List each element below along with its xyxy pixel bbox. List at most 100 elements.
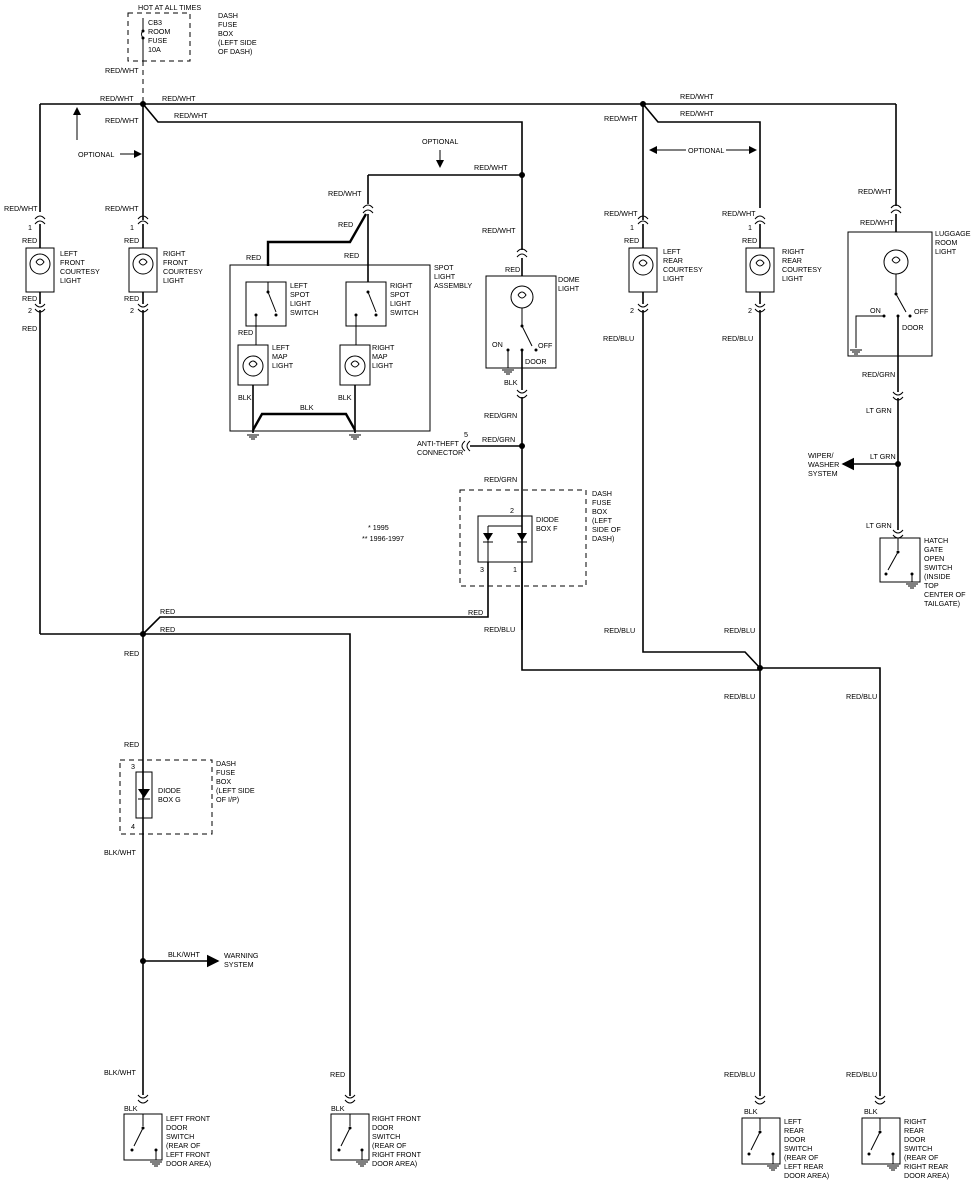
dfb-l4: (LEFT xyxy=(592,516,613,525)
spot-assembly-l1: SPOT xyxy=(434,263,454,272)
lf-courtesy-l3: COURTESY xyxy=(60,267,100,276)
lrd-l7: DOOR AREA) xyxy=(784,1171,829,1180)
wire-label: RED/WHT xyxy=(474,163,508,172)
rrd-l2: REAR xyxy=(904,1126,924,1135)
rrd-l3: DOOR xyxy=(904,1135,926,1144)
wire-label: RED/WHT xyxy=(105,204,139,213)
wire-label: RED xyxy=(330,1070,345,1079)
wire-label: RED xyxy=(468,608,483,617)
wire-label: BLK xyxy=(864,1107,878,1116)
dome-light: RED/WHT RED DOME LIGHT ON OFF DOOR BLK R… xyxy=(417,175,580,630)
lr-courtesy-l4: LIGHT xyxy=(663,274,685,283)
wire-label: RED xyxy=(22,294,37,303)
wire-label: RED/BLU xyxy=(724,626,755,635)
rf-courtesy-l3: COURTESY xyxy=(163,267,203,276)
fuse-box-line-1: DASH xyxy=(218,11,238,20)
wire-label: RED/GRN xyxy=(484,475,517,484)
pin-label: 1 xyxy=(630,223,634,232)
lf-door-switch: BLK LEFT FRONT DOOR SWITCH (REAR OF LEFT… xyxy=(123,1094,211,1168)
rf-courtesy-l4: LIGHT xyxy=(163,276,185,285)
pin-label: 3 xyxy=(480,565,484,574)
wire-label: RED xyxy=(22,236,37,245)
hatch-l2: GATE xyxy=(924,545,943,554)
hatch-l3: OPEN xyxy=(924,554,944,563)
diode-g-l1: DIODE xyxy=(158,786,181,795)
pin-label: 1 xyxy=(513,565,517,574)
wiper-l2: WASHER xyxy=(808,460,839,469)
lm-l1: LEFT xyxy=(272,343,290,352)
dfg-l1: DASH xyxy=(216,759,236,768)
fuse-line-4: 10A xyxy=(148,45,161,54)
rs-switch-l2: SPOT xyxy=(390,290,410,299)
lfd-l6: DOOR AREA) xyxy=(166,1159,211,1168)
wire-label: BLK xyxy=(124,1104,138,1113)
wire-label: BLK xyxy=(744,1107,758,1116)
fuse-box-line-3: BOX xyxy=(218,29,233,38)
anti-theft-l2: CONNECTOR xyxy=(417,448,463,457)
wire-label: RED/WHT xyxy=(174,111,208,120)
wire-label: RED/WHT xyxy=(860,218,894,227)
wire-label: RED xyxy=(22,324,37,333)
wire-label: RED/WHT xyxy=(604,114,638,123)
wire-label: RED/BLU xyxy=(604,626,635,635)
dome-door-label: DOOR xyxy=(525,357,547,366)
right-rear-courtesy-light: RED/WHT 1 RED RIGHT REAR COURTESY LIGHT … xyxy=(722,209,881,1096)
dfb-l5: SIDE OF xyxy=(592,525,621,534)
rrd-l6: RIGHT REAR xyxy=(904,1162,948,1171)
ls-switch-l1: LEFT xyxy=(290,281,308,290)
wire-label: RED xyxy=(124,294,139,303)
lrd-l4: SWITCH xyxy=(784,1144,812,1153)
rf-courtesy-l1: RIGHT xyxy=(163,249,186,258)
lug-off-label: OFF xyxy=(914,307,929,316)
wire-label: RED xyxy=(160,607,175,616)
wire-label: RED xyxy=(505,265,520,274)
dfg-l4: (LEFT SIDE xyxy=(216,786,255,795)
lfd-l4: (REAR OF xyxy=(166,1141,201,1150)
pin-label: 1 xyxy=(748,223,752,232)
lfd-l5: LEFT FRONT xyxy=(166,1150,211,1159)
lf-courtesy-l1: LEFT xyxy=(60,249,78,258)
rs-switch-l1: RIGHT xyxy=(390,281,413,290)
rfd-l1: RIGHT FRONT xyxy=(372,1114,422,1123)
fuse-box-line-2: FUSE xyxy=(218,20,237,29)
optional-label: OPTIONAL xyxy=(78,150,114,159)
pin-label: 2 xyxy=(630,306,634,315)
wire-label: RED/WHT xyxy=(680,92,714,101)
fuse-line-1: CB3 xyxy=(148,18,162,27)
wire-label: RED/WHT xyxy=(100,94,134,103)
wire-label: BLK xyxy=(504,378,518,387)
lf-courtesy-l2: FRONT xyxy=(60,258,85,267)
lug-on-label: ON xyxy=(870,306,881,315)
dome-on-label: ON xyxy=(492,340,503,349)
wire-label: RED/WHT xyxy=(105,116,139,125)
diode-box-f: DASH FUSE BOX (LEFT SIDE OF DASH) 2 DIOD… xyxy=(142,489,760,671)
lm-l2: MAP xyxy=(272,352,288,361)
ls-switch-l4: SWITCH xyxy=(290,308,318,317)
optional-label: OPTIONAL xyxy=(688,146,724,155)
lfd-l3: SWITCH xyxy=(166,1132,194,1141)
lug-door-label: DOOR xyxy=(902,323,924,332)
rs-switch-l4: SWITCH xyxy=(390,308,418,317)
rfd-l6: DOOR AREA) xyxy=(372,1159,417,1168)
lr-courtesy-l1: LEFT xyxy=(663,247,681,256)
wire-label: RED xyxy=(160,625,175,634)
luggage-room-light: RED/WHT RED/WHT LUGGAGE ROOM LIGHT ON OF… xyxy=(808,104,971,539)
left-front-courtesy-light: RED/WHT 1 RED LEFT FRONT COURTESY LIGHT … xyxy=(4,104,143,635)
wire-label: BLK xyxy=(300,403,314,412)
wire-label: RED/BLU xyxy=(724,692,755,701)
rr-courtesy-l2: REAR xyxy=(782,256,802,265)
hatch-l7: CENTER OF xyxy=(924,590,966,599)
dfb-l6: DASH) xyxy=(592,534,614,543)
wire-label: RED xyxy=(238,328,253,337)
wire-label: RED/WHT xyxy=(858,187,892,196)
wire-label: RED/GRN xyxy=(482,435,515,444)
wire-label: RED/WHT xyxy=(328,189,362,198)
wire-label: RED/WHT xyxy=(4,204,38,213)
spot-assembly-l3: ASSEMBLY xyxy=(434,281,472,290)
wire-label: RED/WHT xyxy=(482,226,516,235)
wire-label: RED xyxy=(124,649,139,658)
dome-off-label: OFF xyxy=(538,341,553,350)
rr-courtesy-l3: COURTESY xyxy=(782,265,822,274)
warning-l2: SYSTEM xyxy=(224,960,254,969)
rs-switch-l3: LIGHT xyxy=(390,299,412,308)
